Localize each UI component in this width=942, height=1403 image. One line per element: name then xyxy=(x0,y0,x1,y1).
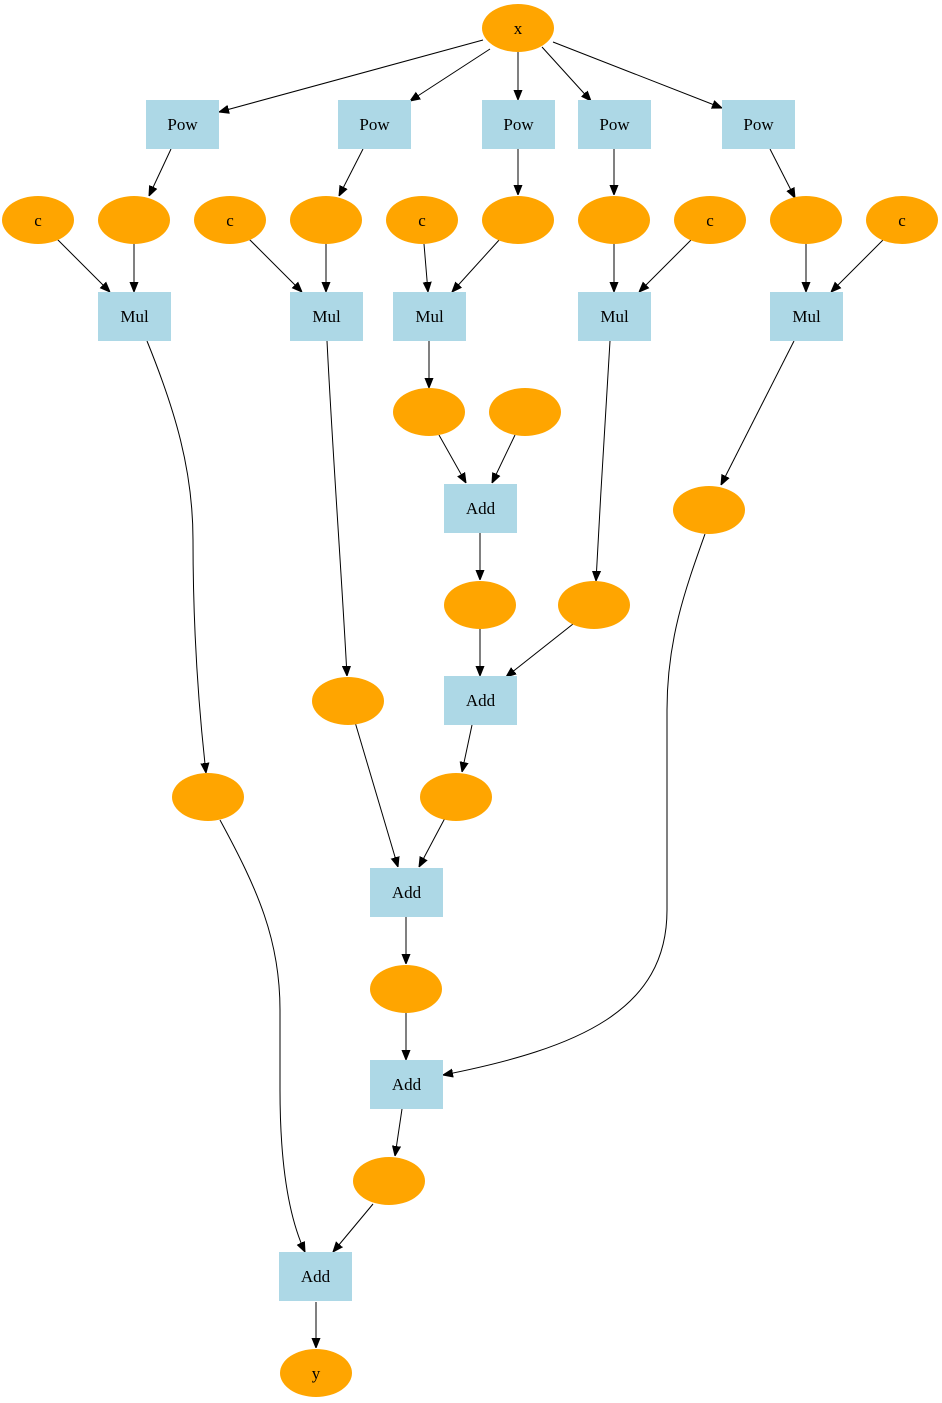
edge-c-2-mul-2 xyxy=(247,237,302,292)
edge-x-pow-2 xyxy=(410,48,491,101)
edge-x-pow-1 xyxy=(219,39,484,112)
edge-c-1-mul-1 xyxy=(55,237,110,292)
mul-node-5: Mul xyxy=(770,292,843,341)
edge-p3-mul-3 xyxy=(452,238,501,292)
const-node-c-3-label: c xyxy=(418,211,426,230)
add-result-node-4 xyxy=(353,1157,425,1205)
mul-result-node-5 xyxy=(673,486,745,534)
pow-node-3: Pow xyxy=(482,100,555,149)
pow-result-node-3 xyxy=(482,196,554,244)
edge-add-2-out xyxy=(462,724,473,772)
pow-node-5-label: Pow xyxy=(743,115,774,134)
add-node-1: Add xyxy=(444,484,517,533)
mul-node-3-label: Mul xyxy=(415,307,444,326)
pow-node-2-label: Pow xyxy=(359,115,390,134)
edge-m1-add-5 xyxy=(219,819,305,1252)
edge-pow-1-out xyxy=(149,148,172,196)
mul-node-2-label: Mul xyxy=(312,307,341,326)
add-node-4: Add xyxy=(370,1060,443,1109)
edge-c-5-mul-5 xyxy=(831,238,885,292)
add-result-node-2 xyxy=(420,773,492,821)
edge-m3-add-1 xyxy=(438,434,466,483)
edge-a2-add-3 xyxy=(419,817,446,867)
add-node-5-label: Add xyxy=(301,1267,331,1286)
add-node-5: Add xyxy=(279,1252,352,1301)
edge-x-pow-5 xyxy=(552,41,722,108)
pow-node-4-label: Pow xyxy=(599,115,630,134)
edge-m4-add-2 xyxy=(506,623,574,677)
output-node-y-label: y xyxy=(312,1364,321,1383)
mul-result-node-4 xyxy=(558,581,630,629)
pow-result-node-1 xyxy=(98,196,170,244)
const-node-c-5: c xyxy=(866,196,938,244)
const-node-c-1-label: c xyxy=(34,211,42,230)
edge-pow-5-out xyxy=(769,148,795,198)
edge-x-pow-4 xyxy=(541,46,591,101)
mul-node-2: Mul xyxy=(290,292,363,341)
edges xyxy=(55,39,885,1348)
edge-pow-2-out xyxy=(339,148,364,196)
add-node-3-label: Add xyxy=(392,883,422,902)
mul-result-node-2 xyxy=(312,677,384,725)
edge-const-add-1 xyxy=(492,434,516,483)
add-node-1-label: Add xyxy=(466,499,496,518)
add-node-2: Add xyxy=(444,676,517,725)
edge-m2-add-3 xyxy=(354,721,398,867)
mul-node-5-label: Mul xyxy=(792,307,821,326)
edge-a4-add-5 xyxy=(333,1203,374,1252)
edge-add-4-out xyxy=(395,1108,403,1156)
output-node-y: y xyxy=(280,1349,352,1397)
pow-result-node-4 xyxy=(578,196,650,244)
edge-m5-add-4 xyxy=(443,533,706,1075)
nodes: x Pow Pow Pow Pow Pow c xyxy=(2,4,938,1397)
pow-node-4: Pow xyxy=(578,100,651,149)
const-node-c-4: c xyxy=(674,196,746,244)
const-node-unlabeled xyxy=(489,388,561,436)
mul-node-4: Mul xyxy=(578,292,651,341)
input-node-x: x xyxy=(482,4,554,52)
const-node-c-2-label: c xyxy=(226,211,234,230)
mul-node-1: Mul xyxy=(98,292,171,341)
pow-node-1-label: Pow xyxy=(167,115,198,134)
mul-node-3: Mul xyxy=(393,292,466,341)
const-node-c-5-label: c xyxy=(898,211,906,230)
mul-node-4-label: Mul xyxy=(600,307,629,326)
pow-node-1: Pow xyxy=(146,100,219,149)
add-result-node-3 xyxy=(370,965,442,1013)
mul-result-node-3 xyxy=(393,388,465,436)
edge-c-3-mul-3 xyxy=(424,243,428,292)
add-node-4-label: Add xyxy=(392,1075,422,1094)
add-result-node-1 xyxy=(444,581,516,629)
mul-result-node-1 xyxy=(172,773,244,821)
add-node-2-label: Add xyxy=(466,691,496,710)
mul-node-1-label: Mul xyxy=(120,307,149,326)
edge-mul-5-out xyxy=(721,340,795,485)
pow-node-3-label: Pow xyxy=(503,115,534,134)
edge-mul-1-out xyxy=(146,340,206,773)
pow-result-node-5 xyxy=(770,196,842,244)
const-node-c-1: c xyxy=(2,196,74,244)
input-node-x-label: x xyxy=(514,19,523,38)
edge-mul-4-out xyxy=(596,340,611,581)
pow-node-5: Pow xyxy=(722,100,795,149)
edge-mul-2-out xyxy=(326,340,347,676)
add-node-3: Add xyxy=(370,868,443,917)
const-node-c-3: c xyxy=(386,196,458,244)
pow-node-2: Pow xyxy=(338,100,411,149)
pow-result-node-2 xyxy=(290,196,362,244)
const-node-c-4-label: c xyxy=(706,211,714,230)
edge-c-4-mul-4 xyxy=(639,238,693,292)
const-node-c-2: c xyxy=(194,196,266,244)
